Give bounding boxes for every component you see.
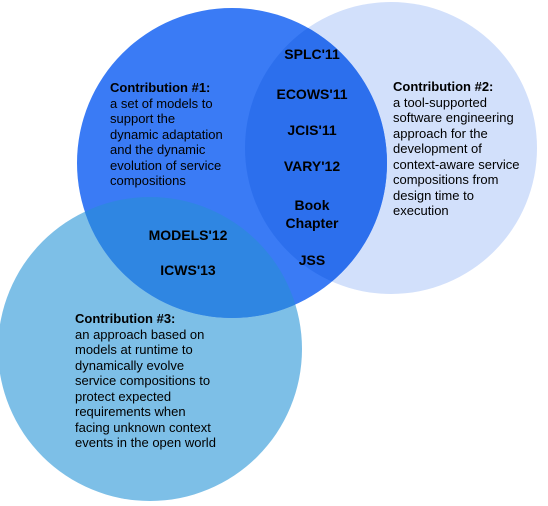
contribution1-line: and the dynamic [110,142,206,157]
contribution2-line: context-aware service [393,156,520,172]
contribution2-line: approach for the [393,125,488,141]
publication-label: ECOWS'11 [276,86,348,102]
contribution1-line: support the [110,111,176,126]
contribution2-title: Contribution #2: [393,79,494,94]
publication-label: Chapter [285,215,339,231]
contribution3-line: requirements when [75,404,186,419]
contribution2-line: a tool-supported [393,94,487,110]
contribution3-title: Contribution #3: [75,311,176,326]
publication-label: SPLC'11 [284,46,340,62]
publication-label: Book [294,197,330,213]
contribution1-line: evolution of service [110,157,222,173]
overlap-1-3 [77,197,302,318]
contribution1-line: compositions [110,173,186,188]
publication-label: ICWS'13 [160,262,216,278]
contribution2-line: execution [393,203,449,218]
contribution3-line: an approach based on [75,326,205,342]
contribution2-line: design time to [393,187,474,203]
publication-label: JSS [298,252,326,268]
contribution3-line: events in the open world [75,435,216,450]
contribution2-line: compositions from [393,172,499,187]
contribution3-text: Contribution #3: an approach based on mo… [75,311,216,451]
contribution1-title: Contribution #1: [110,80,211,95]
publication-label: MODELS'12 [148,227,228,243]
contribution3-line: service compositions to [75,373,211,388]
contribution1-text: Contribution #1: a set of models to supp… [110,80,223,189]
contribution2-line: development of [393,141,482,156]
contribution3-line: models at runtime to [75,342,193,357]
contribution1-line: dynamic adaptation [110,126,223,142]
contribution2-text: Contribution #2: a tool-supported softwa… [393,79,519,219]
contribution3-line: dynamically evolve [75,357,185,373]
contribution3-line: facing unknown context [75,419,211,435]
overlap-1-2 [245,8,387,294]
contribution1-line: a set of models to [110,95,213,111]
publication-label: VARY'12 [283,158,341,174]
contribution3-line: protect expected [75,388,172,404]
publication-label: JCIS'11 [287,122,337,138]
contribution2-line: software engineering [393,110,514,125]
